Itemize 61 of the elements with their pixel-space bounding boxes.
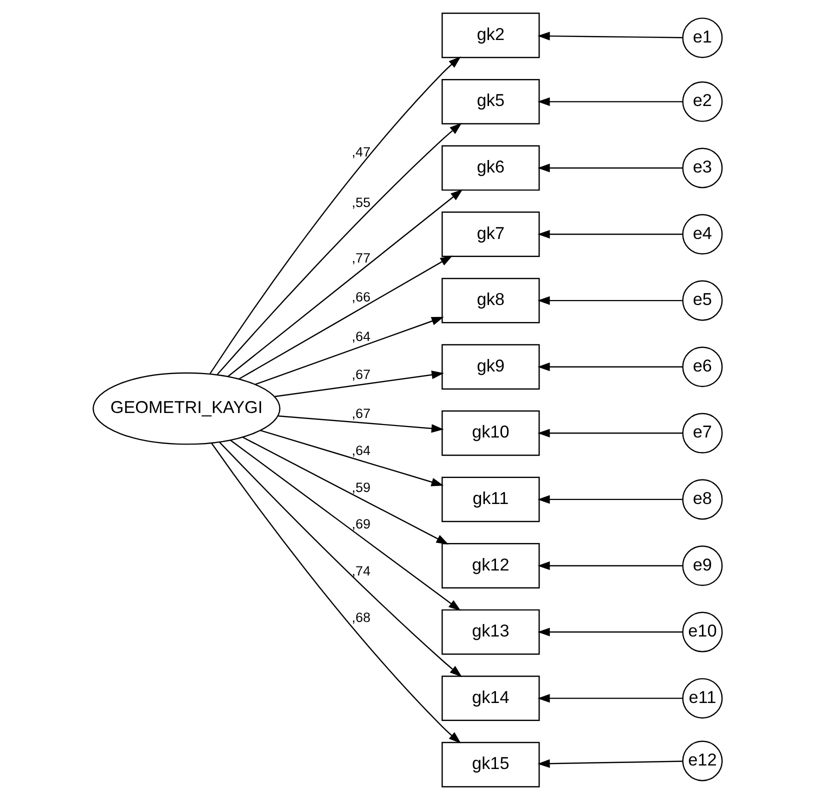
edge-label: ,64 bbox=[351, 443, 370, 458]
node-circle: e11 bbox=[682, 678, 722, 719]
edge-label: ,74 bbox=[351, 563, 370, 578]
node-circle: e3 bbox=[682, 148, 722, 188]
arrow bbox=[537, 362, 682, 372]
arrow bbox=[537, 628, 682, 636]
arrow bbox=[537, 561, 682, 570]
arrow bbox=[537, 759, 682, 768]
arrow bbox=[537, 296, 682, 305]
node-box: gk6 bbox=[441, 145, 540, 191]
node-circle: e9 bbox=[682, 545, 722, 586]
edge-label: ,77 bbox=[351, 250, 370, 266]
edge-label: ,64 bbox=[351, 328, 370, 344]
edge-label: ,68 bbox=[351, 610, 370, 625]
arrow bbox=[537, 230, 682, 239]
edge-label: ,47 bbox=[351, 144, 370, 160]
node-circle: e6 bbox=[682, 346, 722, 388]
arrow bbox=[218, 442, 462, 678]
node-box: gk14 bbox=[441, 676, 540, 722]
edge-label: ,67 bbox=[351, 366, 370, 382]
node-box: gk2 bbox=[441, 12, 540, 58]
node-circle: e1 bbox=[682, 18, 722, 58]
arrow bbox=[254, 316, 444, 385]
arrow bbox=[242, 436, 448, 544]
node-circle: e8 bbox=[682, 479, 722, 520]
node-circle: e5 bbox=[682, 280, 722, 321]
edge-label: ,69 bbox=[351, 516, 370, 532]
node-box: gk11 bbox=[441, 476, 540, 522]
edge-label: ,67 bbox=[351, 406, 370, 422]
arrow bbox=[208, 56, 460, 374]
node-box: gk13 bbox=[441, 609, 540, 655]
node-box: gk7 bbox=[441, 212, 540, 257]
node-circle: e12 bbox=[682, 740, 722, 782]
arrow bbox=[274, 370, 444, 398]
edge-label: ,66 bbox=[351, 290, 370, 305]
node-circle: e10 bbox=[682, 612, 722, 652]
arrow bbox=[537, 32, 682, 40]
node-box: gk8 bbox=[441, 278, 540, 324]
node-circle: e4 bbox=[682, 214, 722, 255]
node-ellipse: GEOMETRI_KAYGI bbox=[92, 372, 280, 445]
node-box: gk10 bbox=[441, 410, 540, 456]
arrow bbox=[260, 430, 444, 486]
arrow bbox=[537, 694, 682, 703]
arrow bbox=[226, 189, 462, 378]
node-box: gk5 bbox=[441, 78, 540, 124]
node-box: gk9 bbox=[441, 344, 540, 390]
node-circle: e2 bbox=[682, 81, 722, 122]
arrow bbox=[537, 428, 682, 438]
arrow bbox=[537, 97, 682, 106]
arrow bbox=[229, 440, 460, 611]
arrow bbox=[537, 495, 682, 504]
node-box: gk15 bbox=[441, 742, 540, 788]
edge-label: ,59 bbox=[351, 480, 370, 495]
arrow bbox=[537, 164, 682, 172]
node-circle: e7 bbox=[682, 412, 722, 454]
arrow bbox=[238, 256, 452, 380]
edge-label: ,55 bbox=[351, 195, 370, 210]
node-box: gk12 bbox=[441, 543, 540, 588]
arrow bbox=[278, 415, 444, 433]
arrow bbox=[216, 122, 462, 375]
arrow bbox=[210, 442, 461, 744]
